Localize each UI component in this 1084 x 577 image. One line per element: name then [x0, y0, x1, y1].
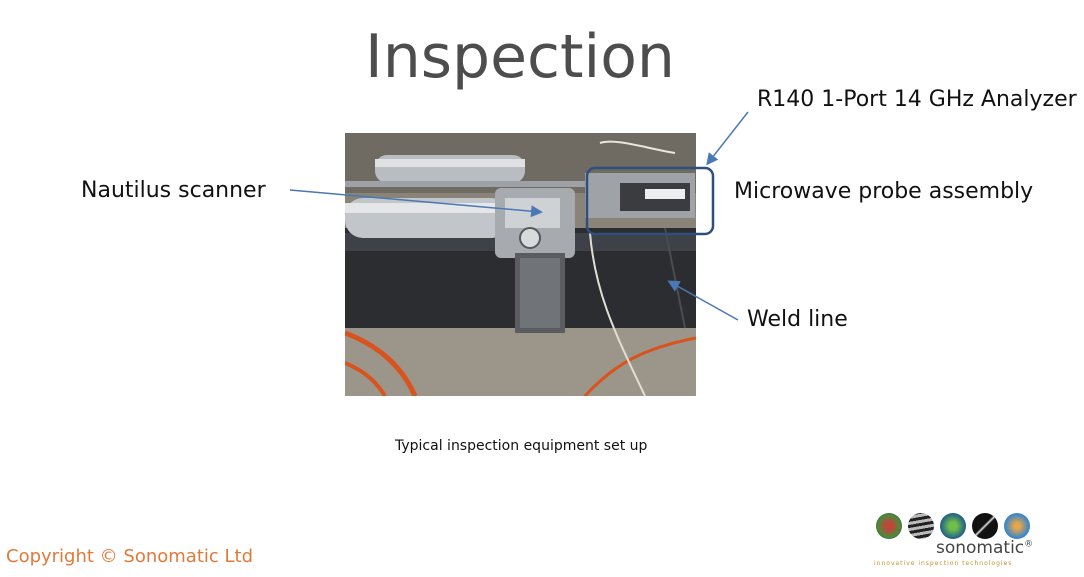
- logo-tagline: innovative inspection technologies: [874, 560, 1013, 567]
- analyzer-arrow: [706, 111, 749, 166]
- callout-weld-line: Weld line: [747, 307, 848, 332]
- callout-nautilus-scanner: Nautilus scanner: [81, 178, 266, 203]
- equipment-photo: [345, 133, 696, 396]
- callout-probe-assembly: Microwave probe assembly: [734, 179, 1034, 204]
- logo-circle-3: [940, 513, 966, 539]
- logo-circle-1: [876, 513, 902, 539]
- callout-analyzer: R140 1-Port 14 GHz Analyzer: [757, 87, 1077, 112]
- logo-circle-5: [1004, 513, 1030, 539]
- logo-wordmark: sonomatic®: [936, 538, 1034, 558]
- photo-caption: Typical inspection equipment set up: [395, 438, 648, 454]
- copyright-footer: Copyright © Sonomatic Ltd: [6, 546, 254, 567]
- logo-circle-4: [972, 513, 998, 539]
- slide-title: Inspection: [365, 22, 675, 92]
- logo-circle-2: [908, 513, 934, 539]
- sonomatic-logo: sonomatic® innovative inspection technol…: [870, 505, 1050, 575]
